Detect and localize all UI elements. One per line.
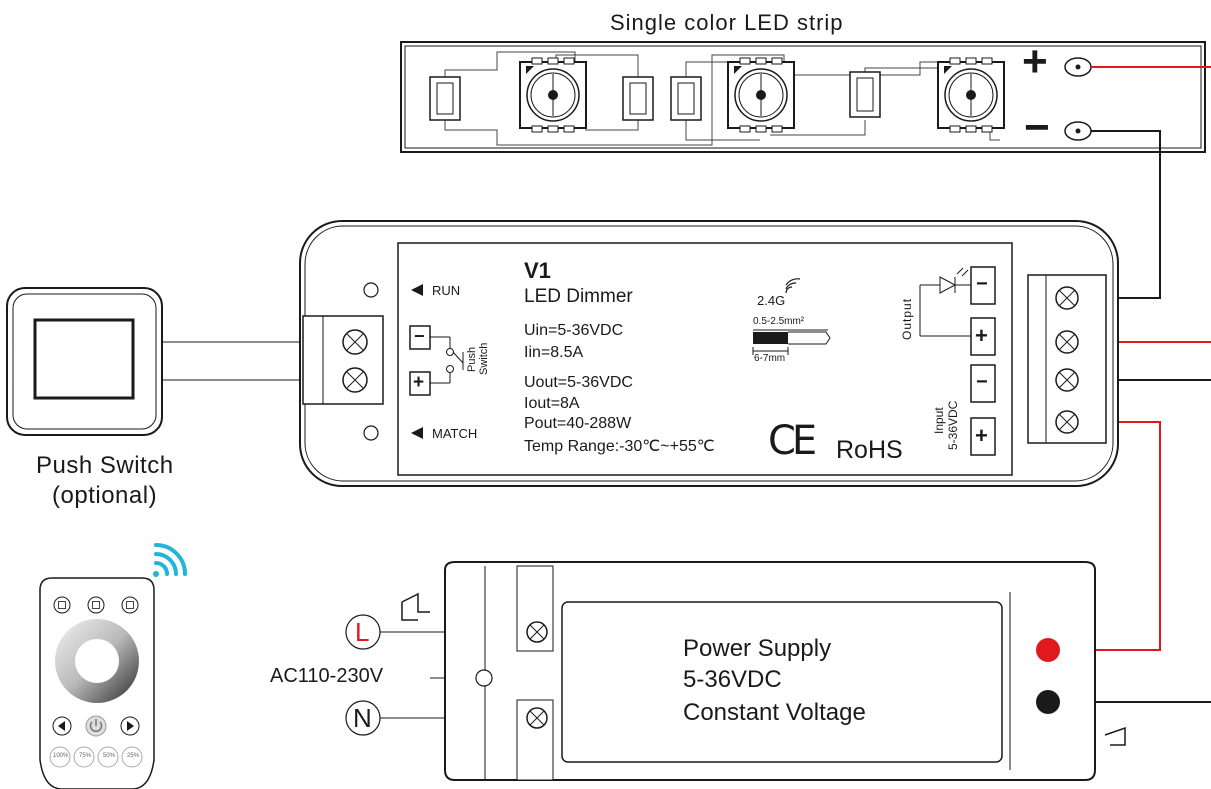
led-strip-inner bbox=[404, 45, 1202, 149]
preset-button-25[interactable] bbox=[121, 746, 143, 768]
wire-input-negative bbox=[1048, 379, 1211, 703]
led-diode-icon bbox=[919, 267, 971, 337]
wire-spec-illustration bbox=[752, 278, 831, 355]
strip-plus-symbol: + bbox=[1022, 37, 1048, 86]
power-button[interactable] bbox=[85, 715, 107, 737]
push-switch-button[interactable] bbox=[33, 318, 135, 400]
polarity-blocks bbox=[919, 266, 996, 456]
preset-label-75: 75% bbox=[79, 753, 92, 759]
output-minus: − bbox=[976, 273, 988, 295]
led-chip-1 bbox=[519, 57, 587, 133]
resistor-4 bbox=[849, 71, 881, 118]
rohs-mark: RoHS bbox=[836, 436, 903, 464]
output-plus: + bbox=[975, 323, 988, 348]
strip-length-label: 6-7mm bbox=[754, 353, 786, 364]
signal-icon bbox=[785, 278, 801, 294]
prev-button[interactable] bbox=[52, 716, 72, 736]
switch-minus: − bbox=[414, 326, 425, 346]
terminal-screw-icon[interactable] bbox=[1055, 330, 1079, 354]
push-switch-caption-line-2: (optional) bbox=[52, 482, 158, 509]
match-arrow-icon bbox=[411, 427, 423, 439]
push-switch-vertical-label-2: Switch bbox=[478, 342, 490, 375]
power-supply bbox=[345, 561, 1126, 781]
resistor-2 bbox=[622, 76, 654, 121]
push-switch bbox=[6, 287, 163, 436]
output-terminal-block bbox=[1027, 274, 1107, 444]
power-supply-line-3: Constant Voltage bbox=[683, 699, 866, 726]
resistor-3 bbox=[670, 76, 702, 121]
next-button[interactable] bbox=[120, 716, 140, 736]
run-label: RUN bbox=[432, 283, 461, 298]
zone-button-3[interactable] bbox=[121, 596, 139, 614]
preset-label-100: 100% bbox=[53, 753, 69, 759]
led-chip-2 bbox=[727, 57, 795, 133]
input-vertical-label-1: Input bbox=[932, 407, 946, 434]
preset-label-25: 25% bbox=[127, 753, 140, 759]
led-strip bbox=[400, 41, 1206, 153]
wire-strip-positive bbox=[1078, 66, 1211, 343]
terminal-screw-icon[interactable] bbox=[526, 707, 548, 729]
power-supply-label-panel bbox=[561, 601, 1003, 763]
input-vertical-label-2: 5-36VDC bbox=[946, 400, 960, 450]
run-led-hole bbox=[363, 282, 379, 298]
input-minus: − bbox=[976, 371, 988, 393]
live-marker bbox=[345, 614, 381, 650]
preset-button-100[interactable] bbox=[49, 746, 71, 768]
dc-positive-terminal[interactable] bbox=[1036, 638, 1060, 662]
strip-minus-symbol: − bbox=[1024, 103, 1050, 152]
resistor-1 bbox=[429, 76, 461, 121]
dimmer-housing bbox=[299, 220, 1119, 487]
dimmer-pout: Pout=40-288W bbox=[524, 415, 632, 432]
dimmer-iin: Iin=8.5A bbox=[524, 344, 584, 361]
zone-button-1[interactable] bbox=[53, 596, 71, 614]
match-led-hole bbox=[363, 425, 379, 441]
led-strip-title: Single color LED strip bbox=[610, 10, 844, 35]
input-plus: + bbox=[975, 423, 988, 448]
ce-mark: CE bbox=[768, 418, 817, 464]
terminal-screw-icon[interactable] bbox=[526, 621, 548, 643]
preset-button-75[interactable] bbox=[73, 746, 95, 768]
power-supply-line-1: Power Supply bbox=[683, 635, 832, 662]
ac-junction-icon bbox=[475, 669, 493, 687]
dimmer-temp-range: Temp Range:-30℃~+55℃ bbox=[524, 438, 715, 455]
output-vertical-label: Output bbox=[900, 297, 914, 340]
dimmer-uin: Uin=5-36VDC bbox=[524, 322, 624, 339]
preset-label-50: 50% bbox=[103, 753, 116, 759]
dimmer-iout: Iout=8A bbox=[524, 395, 580, 412]
neutral-label: N bbox=[353, 703, 372, 733]
push-switch-terminal bbox=[302, 315, 384, 405]
dimmer-model: V1 bbox=[524, 258, 551, 283]
match-label: MATCH bbox=[432, 426, 478, 441]
push-switch-symbol bbox=[409, 325, 464, 396]
wire-gauge-label: 0.5-2.5mm² bbox=[753, 316, 805, 327]
switch-plus: + bbox=[413, 372, 425, 393]
dc-negative-terminal[interactable] bbox=[1036, 690, 1060, 714]
terminal-screw-icon[interactable] bbox=[1055, 410, 1079, 434]
live-label: L bbox=[355, 617, 370, 647]
neutral-marker bbox=[345, 700, 381, 736]
wireless-signal-icon bbox=[153, 543, 187, 577]
power-supply-line-2: 5-36VDC bbox=[683, 666, 782, 693]
terminal-screw-icon[interactable] bbox=[1055, 368, 1079, 392]
run-arrow-icon bbox=[411, 284, 423, 296]
ac-voltage-label: AC110-230V bbox=[270, 665, 384, 687]
dimmer-uout: Uout=5-36VDC bbox=[524, 374, 633, 391]
preset-button-50[interactable] bbox=[97, 746, 119, 768]
signal-label: 2.4G bbox=[757, 293, 786, 308]
zone-button-2[interactable] bbox=[87, 596, 105, 614]
remote-control bbox=[39, 543, 187, 789]
push-switch-caption-line-1: Push Switch bbox=[36, 452, 174, 479]
dimmer-name: LED Dimmer bbox=[524, 286, 633, 307]
dimmer-label-panel bbox=[397, 242, 1013, 476]
push-switch-vertical-label-1: Push bbox=[466, 346, 478, 372]
terminal-screw-icon[interactable] bbox=[1055, 286, 1079, 310]
led-chip-3 bbox=[937, 57, 1005, 133]
